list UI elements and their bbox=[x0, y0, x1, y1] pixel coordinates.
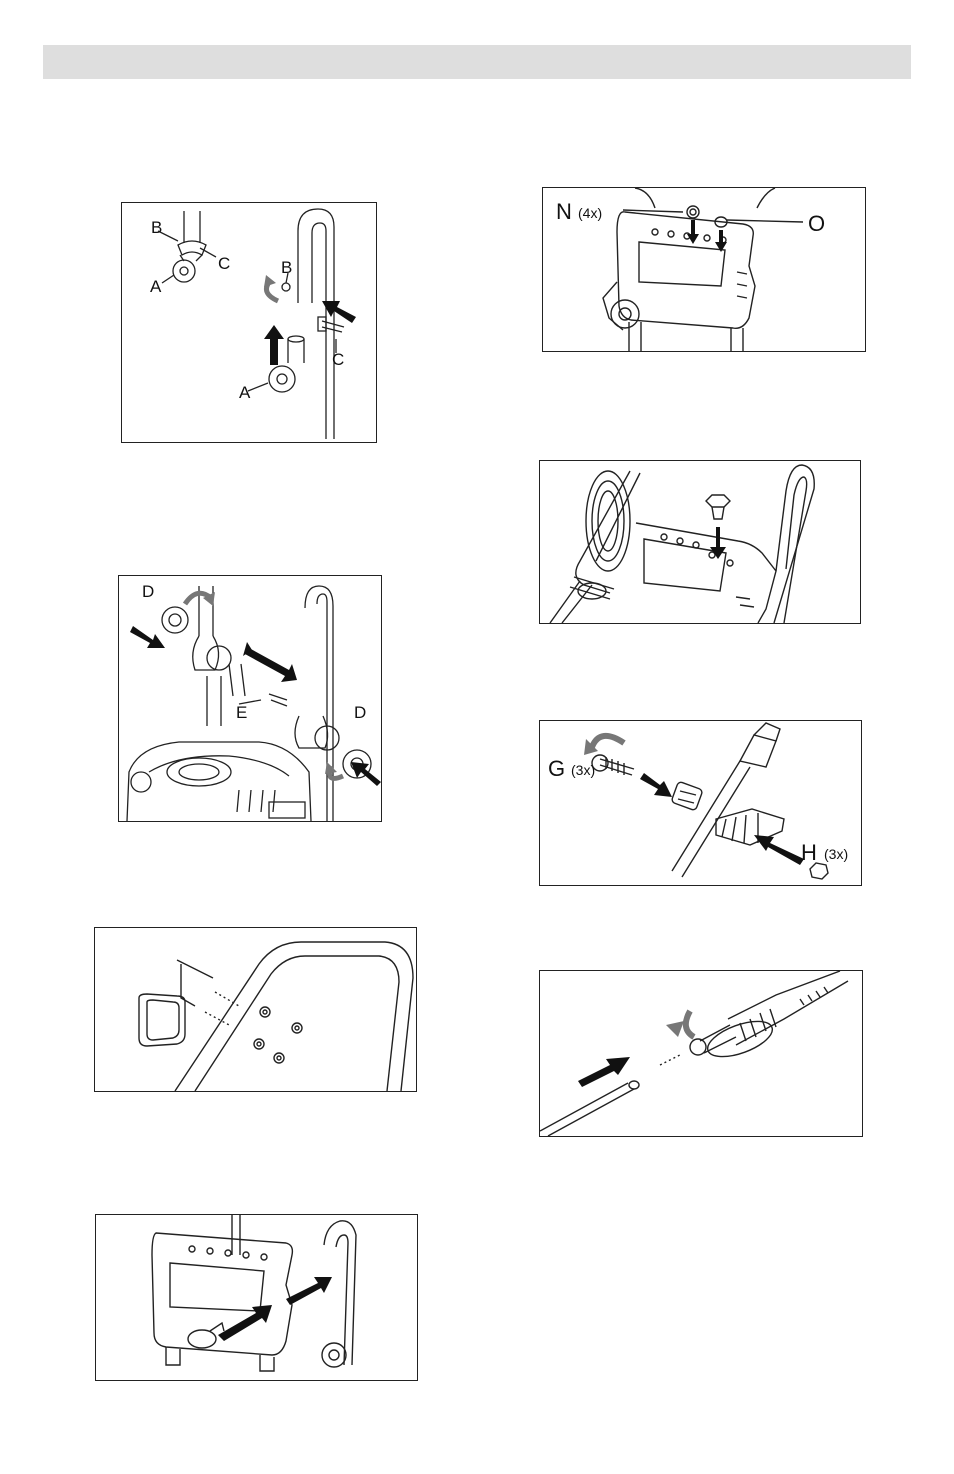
figure-knob-attachment: D E D bbox=[118, 575, 382, 822]
callout-c: C bbox=[332, 351, 344, 368]
callout-a: A bbox=[239, 384, 250, 401]
figure-handle-bracket bbox=[95, 1214, 418, 1381]
callout-g: G bbox=[548, 758, 565, 780]
figure-wheel-assembly: B C A B C A bbox=[121, 202, 377, 443]
callout-h-quantity: (3x) bbox=[824, 847, 848, 861]
knob-attachment-drawing bbox=[119, 576, 381, 821]
callout-g-quantity: (3x) bbox=[571, 763, 595, 777]
callout-d: D bbox=[142, 583, 154, 600]
figure-wand-coupling: G (3x) H (3x) bbox=[539, 720, 862, 886]
figure-lance-connection bbox=[539, 970, 863, 1137]
callout-o: O bbox=[808, 213, 825, 235]
wheel-assembly-drawing bbox=[122, 203, 376, 442]
callout-a: A bbox=[150, 278, 161, 295]
section-header-bar bbox=[43, 45, 911, 79]
callout-e: E bbox=[236, 704, 247, 721]
callout-n: N bbox=[556, 201, 572, 223]
callout-b: B bbox=[151, 219, 162, 236]
hose-reel-cap-drawing bbox=[540, 461, 860, 623]
callout-h: H bbox=[801, 842, 817, 864]
figure-bolts-n-cap-o: N (4x) O bbox=[542, 187, 866, 352]
hook-rack-drawing bbox=[95, 928, 416, 1091]
callout-d: D bbox=[354, 704, 366, 721]
callout-b: B bbox=[281, 259, 292, 276]
handle-bracket-drawing bbox=[96, 1215, 417, 1380]
lance-connection-drawing bbox=[540, 971, 862, 1136]
callout-c: C bbox=[218, 255, 230, 272]
figure-hook-rack bbox=[94, 927, 417, 1092]
figure-hose-reel-cap bbox=[539, 460, 861, 624]
callout-n-quantity: (4x) bbox=[578, 206, 602, 220]
